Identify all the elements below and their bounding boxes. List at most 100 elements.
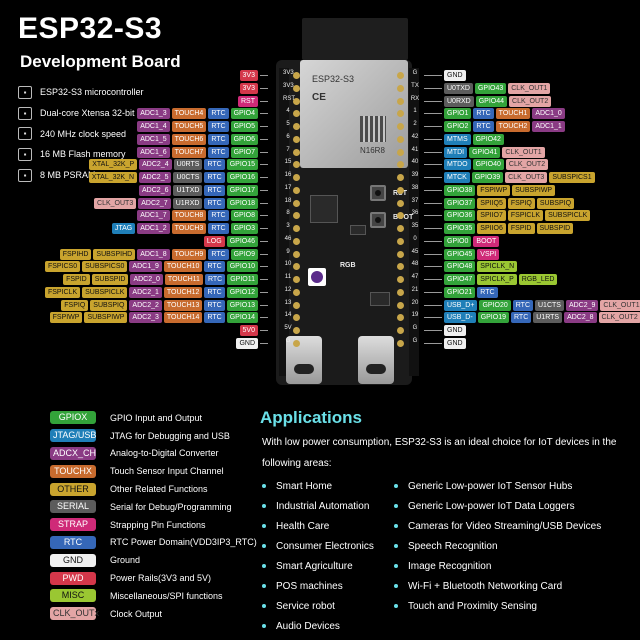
pin-tag: JTAG <box>111 223 136 234</box>
rst-button[interactable] <box>370 185 386 201</box>
pin-line <box>424 291 442 293</box>
pin-tag: GPIO47 <box>444 274 476 285</box>
pin-tag: TOUCH7 <box>171 146 207 158</box>
pin-tag: RTC <box>208 108 229 120</box>
legend-tag: TOUCHX <box>50 464 96 478</box>
pin-tag: SUBSPICLK <box>82 286 128 298</box>
application-item: Image Recognition <box>394 556 601 576</box>
header-pin-label: 12 <box>284 286 292 293</box>
pin-tag: GPIO12 <box>226 286 258 298</box>
header-pin-label: 19 <box>411 312 419 319</box>
pin-line <box>424 138 442 140</box>
pin-tag: 3V3 <box>239 70 258 81</box>
header-pin <box>293 97 300 105</box>
pin-line <box>424 279 442 280</box>
header-pin <box>293 225 300 232</box>
pin-tag: GND <box>444 337 466 349</box>
header-pin <box>397 327 404 334</box>
header-pin <box>397 148 404 156</box>
header-pin-label: 46 <box>284 235 292 242</box>
header-pin <box>397 174 404 181</box>
legend-tag: STRAP <box>50 518 96 532</box>
pin-tag: CLK_OUT2 <box>505 159 549 171</box>
legend-text: Clock Output <box>110 608 163 619</box>
pin-tag: GPIO9 <box>230 248 258 260</box>
pin-line <box>424 304 442 306</box>
pin-row-left: 3V3 <box>239 82 268 94</box>
pin-tag: ADC2_4 <box>139 159 172 171</box>
pin-tag: U1RTS <box>533 312 563 324</box>
pin-tag: SPIIO6 <box>477 223 506 234</box>
pin-tag: USB_D+ <box>444 299 478 311</box>
pin-tag: FSPIHD <box>59 248 92 260</box>
pin-tag: CLK_OUT3 <box>94 197 137 209</box>
pin-line <box>260 113 268 115</box>
pin-tag: GPIO46 <box>226 235 258 247</box>
pin-tag: ADC1_8 <box>137 248 170 260</box>
pin-tag: SUBSPID <box>536 223 574 234</box>
regulator-chip <box>310 195 338 223</box>
header-pin <box>293 84 300 92</box>
pin-tag: ADC1_6 <box>137 146 170 158</box>
pin-tag: FSPIWP <box>49 312 83 324</box>
pin-line <box>260 342 268 344</box>
pin-tag: SUBSPIWP <box>84 312 128 324</box>
pin-line <box>260 126 268 127</box>
header-pin <box>293 174 300 181</box>
pin-tag: RTC <box>204 299 225 311</box>
pin-tag: CLK_OUT1 <box>508 82 551 94</box>
header-pin <box>293 199 300 207</box>
legend-tag: RTC <box>50 535 96 549</box>
pin-tag: U1RXD <box>172 197 203 209</box>
pin-row-left: GND <box>236 337 268 349</box>
pin-tag: GPIO13 <box>226 299 258 311</box>
header-pin <box>293 314 300 322</box>
pin-tag: GPIO20 <box>479 299 511 311</box>
spec-text: 240 MHz clock speed <box>40 128 127 139</box>
legend-text: Power Rails(3V3 and 5V) <box>110 573 212 584</box>
header-pin-label: 5V <box>284 325 292 331</box>
spec-item: ▪240 MHz clock speed <box>18 123 153 144</box>
pin-tag: TOUCH5 <box>171 121 207 132</box>
pin-tag: GPIO35 <box>444 223 476 234</box>
pin-tag: TOUCH2 <box>495 121 531 132</box>
pin-tag: ADC1_0 <box>532 108 565 120</box>
pin-tag: FSPIQ <box>61 299 89 311</box>
usb-c-port-left <box>286 336 322 384</box>
memory-icon: ▪ <box>18 168 32 182</box>
pin-tag: TOUCH10 <box>163 261 203 273</box>
pin-tag: GPIO4 <box>230 108 258 120</box>
header-pin <box>293 135 300 143</box>
legend-text: Analog-to-Digital Converter <box>110 448 219 459</box>
pin-tag: TOUCH13 <box>163 299 203 311</box>
header-pin <box>293 161 300 169</box>
spec-text: 8 MB PSRAM <box>40 170 96 181</box>
page-title: ESP32-S3 <box>18 12 163 45</box>
pin-tag: GPIO16 <box>226 172 258 183</box>
spec-list: ▪ESP32-S3 microcontroller▪Dual-core Xten… <box>18 82 153 185</box>
pin-tag: RTC <box>473 108 494 120</box>
header-pin <box>293 327 300 334</box>
module-code: N16R8 <box>360 146 385 155</box>
pin-tag: SUBSPIHD <box>93 248 136 260</box>
pin-line <box>260 202 268 204</box>
pin-line <box>260 215 268 217</box>
boot-button[interactable] <box>370 212 386 228</box>
legend-tag: GND <box>50 553 96 567</box>
pin-tag: FSPICLK <box>507 210 544 222</box>
spec-item: ▪ESP32-S3 microcontroller <box>18 82 153 103</box>
